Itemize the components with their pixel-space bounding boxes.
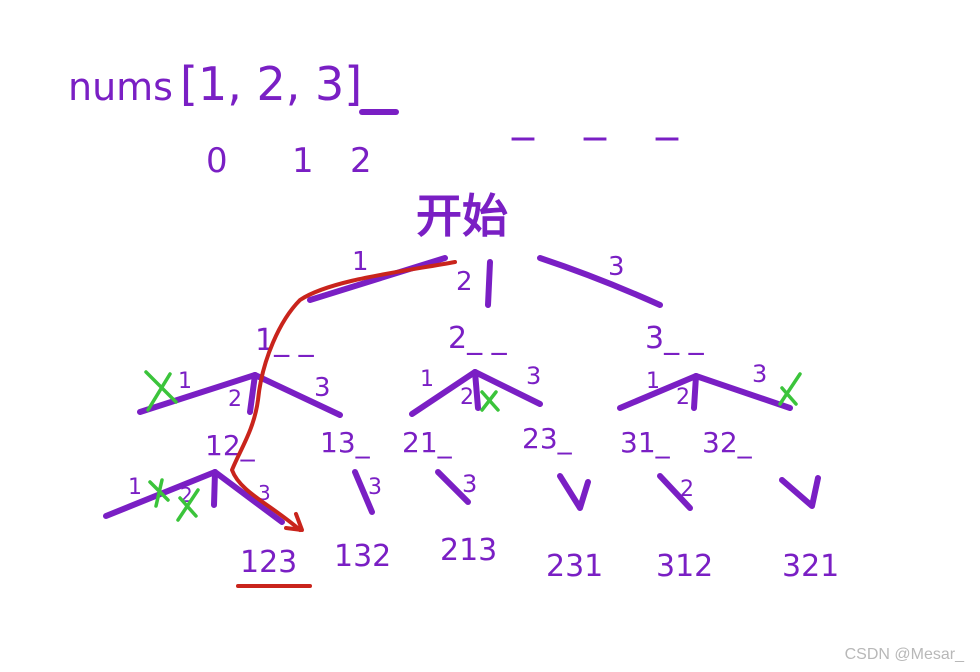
node-13: 13_ [320, 426, 371, 459]
prune-mark-3-3 [778, 372, 802, 406]
edge-3-3 [693, 373, 793, 411]
edge-12-3 [212, 469, 285, 525]
edge-label-3-3: 3 [752, 360, 767, 388]
edge-label-3-2: 2 [676, 385, 690, 410]
leaf-312: 312 [656, 549, 713, 584]
edge-label-3: 3 [608, 252, 625, 282]
index-2: 2 [350, 141, 372, 181]
edge-label-21-3: 3 [462, 470, 477, 498]
nums-array: [1, 2, 3] [180, 57, 362, 111]
edge-2-2 [472, 369, 481, 411]
edge-3-2 [691, 373, 699, 411]
prune-mark-1-1 [144, 370, 178, 412]
edge-label-1-3: 3 [314, 373, 331, 403]
edge-label-1-1: 1 [178, 369, 192, 394]
edge-label-1-2: 2 [228, 387, 242, 412]
edge-21-3 [435, 469, 471, 505]
edge-label-1: 1 [352, 247, 369, 277]
node-21: 21_ [402, 426, 453, 459]
edge-label-2-2: 2 [460, 385, 474, 410]
prune-mark-2-2 [480, 390, 500, 412]
index-1: 1 [292, 141, 314, 181]
leaf-123: 123 [240, 545, 297, 580]
edge-1-1 [137, 372, 258, 415]
edge-label-13-2: 3 [368, 475, 382, 500]
search-path [230, 260, 457, 532]
node-3: 3_ _ [645, 321, 705, 356]
node-23: 23_ [522, 422, 573, 455]
prune-mark-12-2 [176, 488, 200, 522]
edge-23-1 [557, 473, 591, 511]
edge-3-1 [617, 373, 699, 411]
leaf-132: 132 [334, 539, 391, 574]
watermark: CSDN @Mesar_ [844, 646, 964, 663]
node-2: 2_ _ [448, 321, 508, 356]
edge-label-2-3: 3 [526, 362, 541, 390]
edge-1-2 [247, 372, 258, 415]
leaf-321: 321 [782, 549, 839, 584]
edge-label-3-1: 1 [646, 369, 660, 394]
edge-root-3 [537, 255, 663, 308]
root-start: 开始 [416, 189, 508, 243]
empty-slots: _ _ _ [511, 90, 696, 141]
edge-2-1 [409, 369, 478, 417]
prune-mark-12-1 [148, 478, 170, 508]
edge-root-2 [485, 259, 493, 308]
edge-label-31-2: 2 [680, 477, 694, 502]
edge-label-2-1: 1 [420, 367, 434, 392]
node-31: 31_ [620, 426, 671, 459]
edge-31-2 [657, 473, 693, 511]
edge-1-3 [252, 372, 343, 418]
leaf-213: 213 [440, 533, 497, 568]
leaf-231: 231 [546, 549, 603, 584]
edge-13-2 [352, 469, 375, 515]
node-32: 32_ [702, 426, 753, 459]
index-0: 0 [206, 141, 228, 181]
edge-2-3 [472, 369, 543, 407]
edge-label-2: 2 [456, 267, 473, 297]
nums-label: nums [68, 65, 173, 109]
edge-32-1 [779, 475, 821, 509]
edge-root-1 [307, 255, 448, 303]
edge-label-12-1: 1 [128, 475, 142, 500]
search-path-arrowhead [284, 512, 304, 532]
node-1: 1_ _ [255, 323, 315, 358]
edge-12-2 [211, 469, 218, 508]
